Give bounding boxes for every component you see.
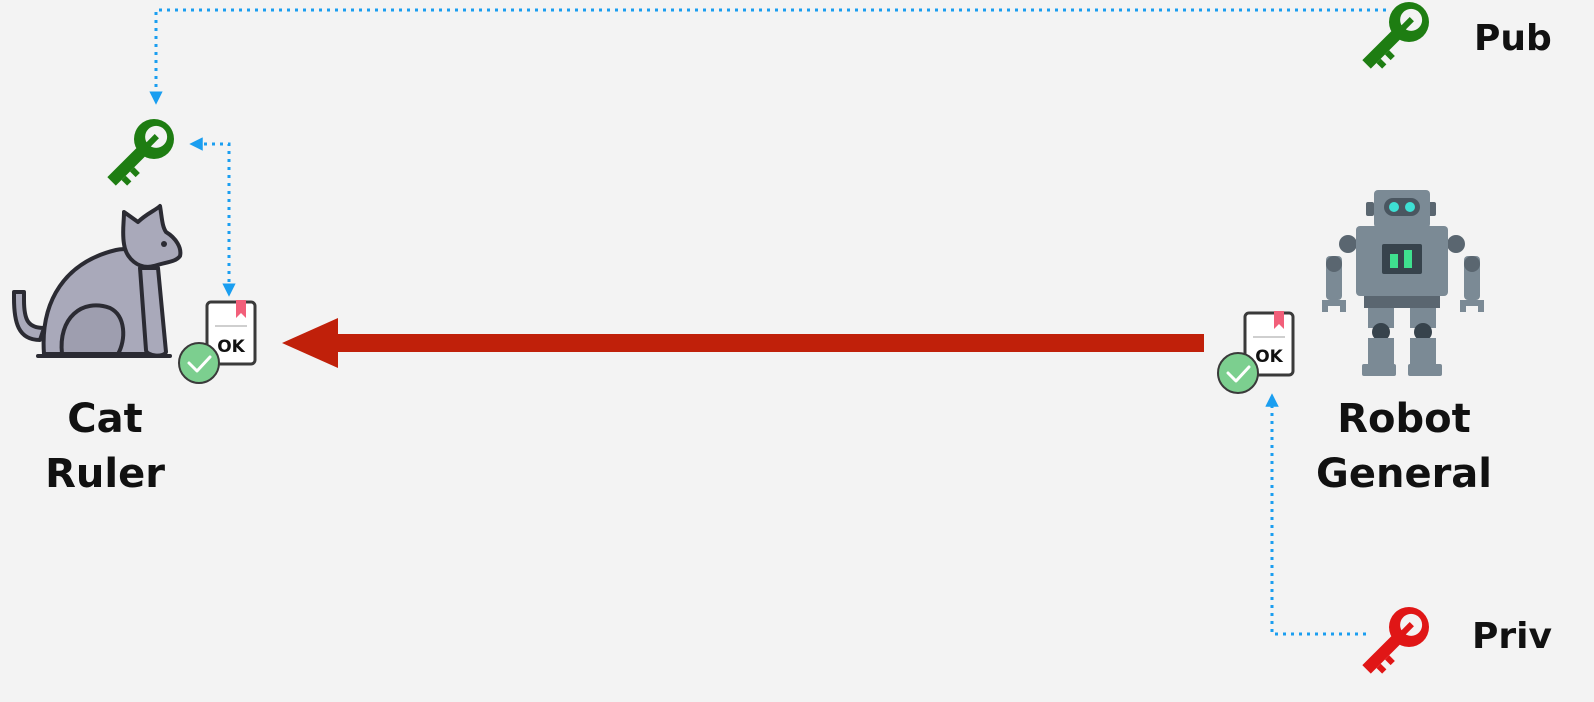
cat-ruler-label-line1: Cat [67,396,143,442]
robot-document-icon: OK [1243,311,1295,377]
robot-icon [1322,190,1484,376]
robot-general-label-line1: Robot [1337,396,1471,442]
verify-link [189,137,236,297]
cat-icon [12,204,183,358]
cat-public-key-icon [107,119,174,186]
cat-check-badge-icon [178,342,220,384]
cat-document-icon: OK [205,300,257,366]
pub-key-distribution-link [149,8,1386,105]
robot-general-label: Robot General [1304,392,1504,502]
cat-ruler-label: Cat Ruler [30,392,180,502]
cat-document-ok-text: OK [217,337,245,357]
transfer-arrow [282,318,1204,368]
cat-ruler-label-line2: Ruler [45,451,165,498]
public-key-icon [1362,1,1429,69]
robot-general-label-line2: General [1316,451,1492,498]
private-key-icon [1362,607,1429,674]
robot-document-ok-text: OK [1255,347,1283,367]
public-key-label: Pub [1474,18,1552,59]
private-key-label: Priv [1472,616,1552,657]
sign-link [1265,393,1366,636]
robot-check-badge-icon [1217,352,1259,394]
